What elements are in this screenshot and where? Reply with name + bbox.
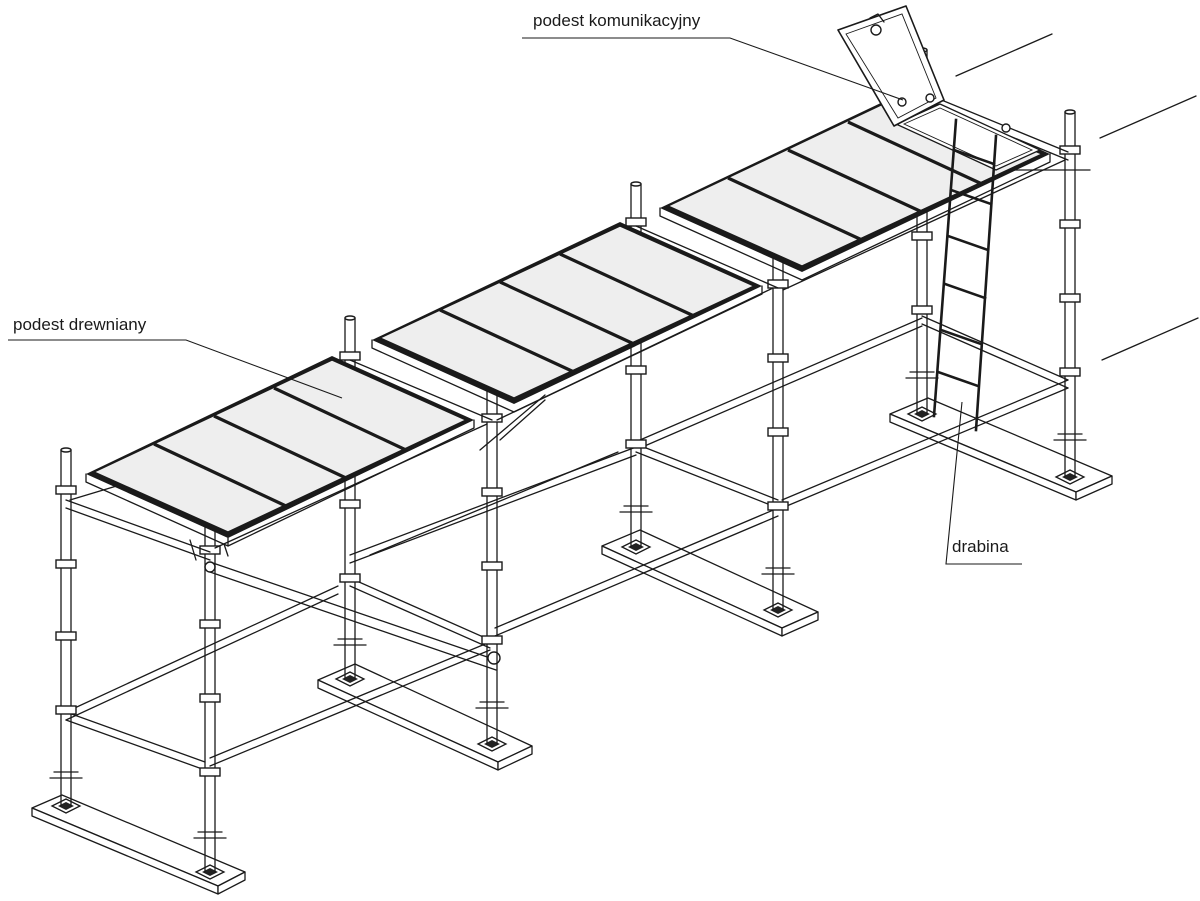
standard-post (761, 243, 795, 611)
standard-post (193, 509, 227, 873)
base-plate (50, 798, 82, 814)
label-podest-drewniany: podest drewniany (8, 315, 343, 399)
label-podest-drewniany-text: podest drewniany (13, 315, 147, 334)
standards (49, 47, 1087, 873)
label-podest-komunikacyjny: podest komunikacyjny (522, 11, 904, 101)
deck-wooden (85, 356, 475, 561)
label-drabina: drabina (945, 401, 1022, 565)
standard-post (1053, 109, 1087, 478)
deck-middle (371, 222, 763, 413)
base-board-mid-back (601, 529, 819, 637)
hatch-lid (837, 5, 1011, 133)
label-podest-komunikacyjny-text: podest komunikacyjny (533, 11, 701, 30)
label-drabina-text: drabina (952, 537, 1009, 556)
deck-access (659, 90, 1051, 281)
lower-ledgers (65, 315, 1069, 771)
ladder (932, 118, 998, 432)
top-ledgers (65, 91, 1091, 561)
base-board-left-front (31, 794, 246, 895)
standard-post (475, 377, 509, 745)
base-plate (906, 406, 938, 422)
standard-post (49, 447, 83, 807)
continuation-lines (955, 33, 1199, 361)
